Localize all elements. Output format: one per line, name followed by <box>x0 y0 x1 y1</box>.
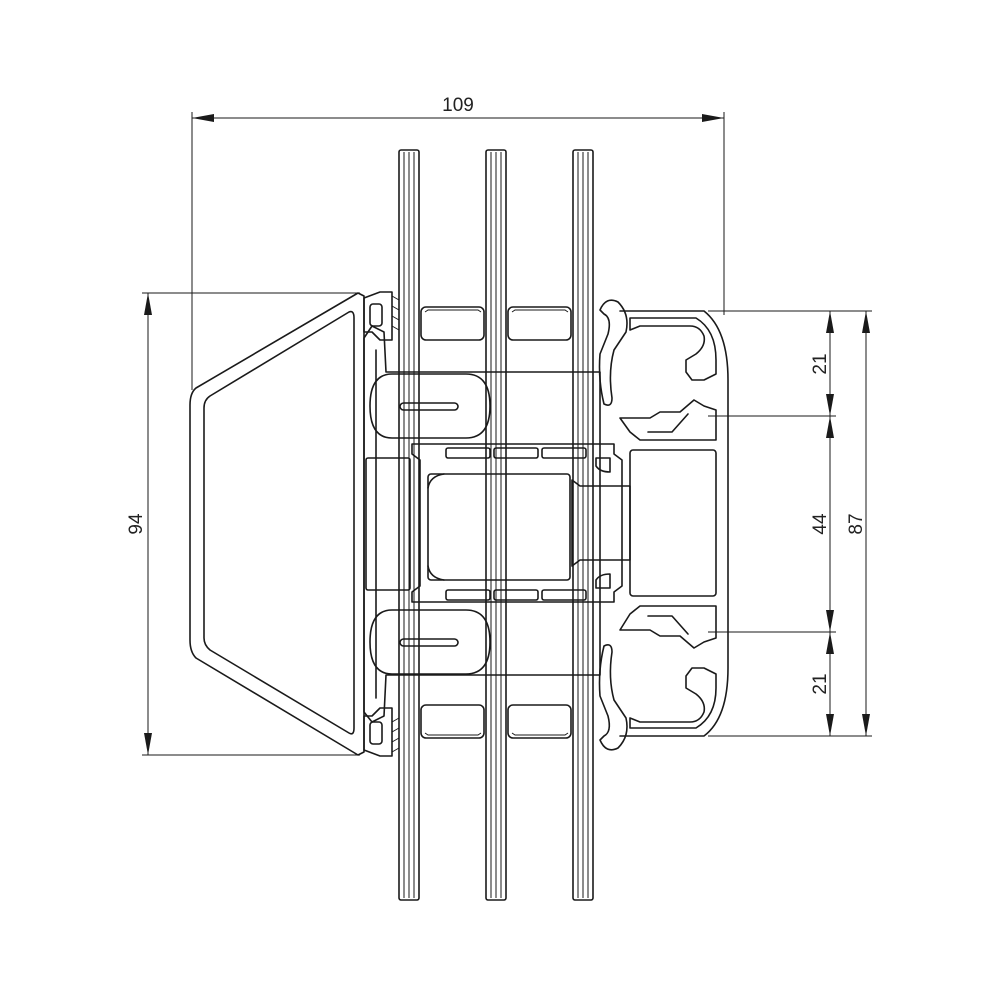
spacer-bottom-right <box>507 704 572 739</box>
glass-panes <box>398 149 594 901</box>
dim-top-segment: 21 <box>810 353 831 374</box>
dim-middle-segment: 44 <box>810 513 831 535</box>
thermal-break-insulator <box>365 457 411 591</box>
dim-bottom-segment: 21 <box>810 673 831 694</box>
dim-overall-width: 109 <box>442 95 474 116</box>
right-frame-profile <box>619 310 729 737</box>
glass-pane-left <box>398 149 420 901</box>
dim-overall-height-right: 87 <box>846 513 867 534</box>
dim-overall-height-left: 94 <box>126 513 147 535</box>
spacer-bottom-left <box>420 704 485 739</box>
fixing-screw-top <box>369 373 491 439</box>
glass-pane-middle <box>485 149 507 901</box>
glass-pane-right <box>572 149 594 901</box>
spacer-top-left <box>420 306 485 341</box>
outer-cover-cap <box>189 292 365 756</box>
inner-glazing-gaskets <box>598 299 628 751</box>
left-glazing-gaskets <box>363 291 400 757</box>
mullion-core <box>411 443 631 603</box>
fixing-screw-bottom <box>369 609 491 675</box>
dimension-lines <box>142 112 872 756</box>
spacer-bars <box>420 306 572 739</box>
spacer-top-right <box>507 306 572 341</box>
